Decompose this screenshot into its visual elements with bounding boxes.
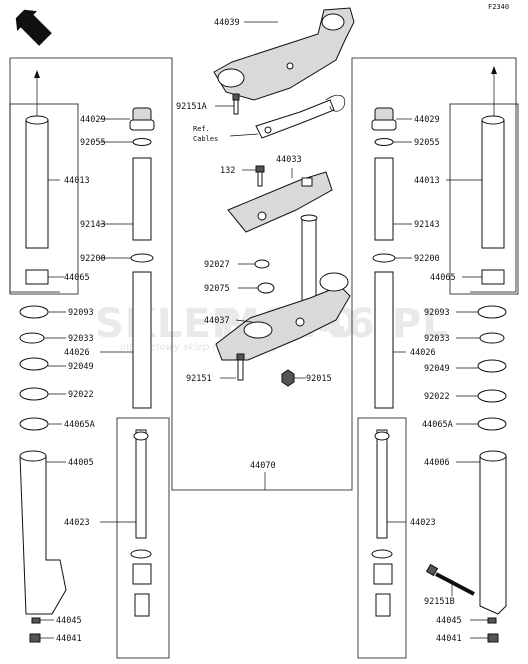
label-left-44029: 44029 xyxy=(80,115,106,125)
right-fork xyxy=(371,107,507,643)
label-right-44041: 44041 xyxy=(436,634,462,644)
label-right-44045: 44045 xyxy=(436,616,462,626)
label-left-44023: 44023 xyxy=(64,518,90,528)
label-right-92200: 92200 xyxy=(414,254,440,264)
label-right-44013: 44013 xyxy=(414,176,440,186)
label-left-92049: 92049 xyxy=(68,362,94,372)
frames xyxy=(9,57,519,659)
nut-icon xyxy=(281,369,295,387)
steering-stem xyxy=(215,214,351,361)
label-44033: 44033 xyxy=(276,155,302,165)
label-left-92055: 92055 xyxy=(80,138,106,148)
top-bracket xyxy=(213,7,355,101)
label-left-44065: 44065 xyxy=(64,273,90,283)
label-92027: 92027 xyxy=(204,260,230,270)
label-right-44065a: 44065A xyxy=(422,420,453,430)
front-arrow-icon xyxy=(15,9,52,46)
label-right-92151b: 92151B xyxy=(424,597,455,607)
cover-plate xyxy=(227,171,333,233)
label-left-92093: 92093 xyxy=(68,308,94,318)
label-92015: 92015 xyxy=(306,374,332,384)
label-right-92143: 92143 xyxy=(414,220,440,230)
label-right-92055: 92055 xyxy=(414,138,440,148)
label-left-92143: 92143 xyxy=(80,220,106,230)
label-92075: 92075 xyxy=(204,284,230,294)
label-right-92093: 92093 xyxy=(424,308,450,318)
label-right-44026: 44026 xyxy=(410,348,436,358)
label-left-44026: 44026 xyxy=(64,348,90,358)
label-132: 132 xyxy=(220,166,235,176)
watermark-sub: internetowy sklep motocyklowy xyxy=(120,342,280,353)
bolt-icon xyxy=(236,353,245,381)
label-left-44005: 44005 xyxy=(68,458,94,468)
label-right-44029: 44029 xyxy=(414,115,440,125)
left-labels: 44029 92055 44013 92143 92200 44065 9209… xyxy=(40,115,136,644)
label-92151a: 92151A xyxy=(176,102,207,112)
cable-guide xyxy=(255,94,346,139)
label-left-92022: 92022 xyxy=(68,390,94,400)
label-left-44045: 44045 xyxy=(56,616,82,626)
label-44037: 44037 xyxy=(204,316,230,326)
right-labels: 44029 92055 44013 92143 92200 44065 9209… xyxy=(387,115,488,644)
washer-icon xyxy=(257,282,275,294)
label-right-92022: 92022 xyxy=(424,392,450,402)
note-line1: Ref. xyxy=(193,125,210,133)
label-left-92200: 92200 xyxy=(80,254,106,264)
axis-arrows xyxy=(34,66,497,118)
label-right-44006: 44006 xyxy=(424,458,450,468)
bolt-icon xyxy=(255,165,265,187)
bolt-icon xyxy=(232,93,240,115)
label-left-92033: 92033 xyxy=(68,334,94,344)
watermark-brand-a: SKLEP xyxy=(95,301,242,347)
label-right-44023: 44023 xyxy=(410,518,436,528)
label-left-44041: 44041 xyxy=(56,634,82,644)
label-left-44013: 44013 xyxy=(64,176,90,186)
label-left-44065a: 44065A xyxy=(64,420,95,430)
nut-icon xyxy=(254,259,270,269)
left-fork xyxy=(19,107,155,643)
label-right-92049: 92049 xyxy=(424,364,450,374)
note-line2: Cables xyxy=(193,135,218,143)
label-92151: 92151 xyxy=(186,374,212,384)
label-right-92033: 92033 xyxy=(424,334,450,344)
diagram-code: F2340 xyxy=(488,3,509,11)
label-44070: 44070 xyxy=(250,461,276,471)
label-right-44065: 44065 xyxy=(430,273,456,283)
label-44039: 44039 xyxy=(214,18,240,28)
